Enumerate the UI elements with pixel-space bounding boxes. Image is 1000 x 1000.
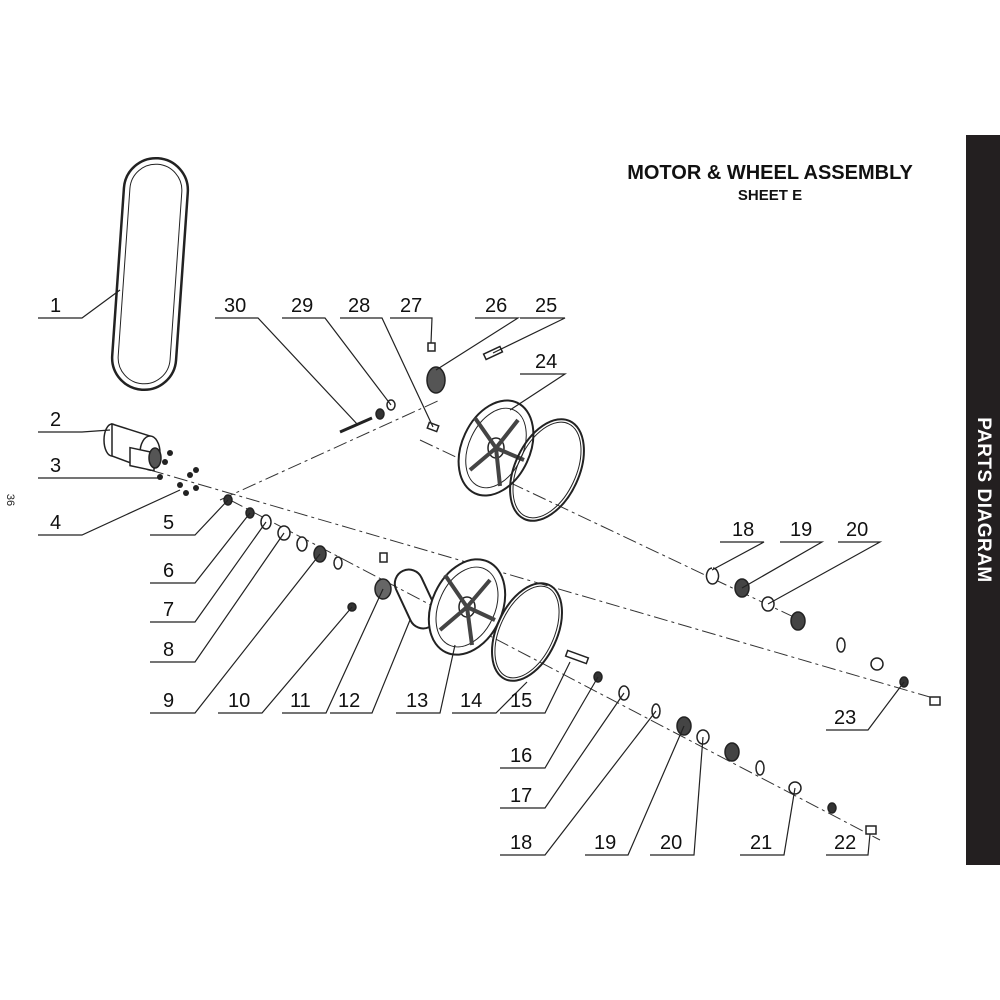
- callout-25: 25: [535, 295, 557, 317]
- callout-19-upper: 19: [790, 519, 812, 541]
- callout-labels: 1 2 3 4 5 6 7 8 9 10 11 12 13 14 15 16 1…: [50, 295, 868, 854]
- callout-10: 10: [228, 690, 250, 712]
- diagram-sheet-label: SHEET E: [737, 187, 803, 204]
- callout-14: 14: [460, 690, 482, 712]
- part-motor: [103, 422, 162, 472]
- part-right-lower-stack: [564, 649, 877, 835]
- callout-20-lower: 20: [660, 832, 682, 854]
- callout-28: 28: [348, 295, 370, 317]
- diagram-title-block: MOTOR & WHEEL ASSEMBLY SHEET E: [560, 162, 980, 204]
- part-upper-wheel: [457, 399, 535, 497]
- callout-18-upper: 18: [732, 519, 754, 541]
- callout-17: 17: [510, 785, 532, 807]
- callout-24: 24: [535, 351, 557, 373]
- callout-9: 9: [163, 690, 174, 712]
- part-upper-tire: [509, 418, 585, 522]
- callout-20-upper: 20: [846, 519, 868, 541]
- diagram-title: MOTOR & WHEEL ASSEMBLY: [627, 162, 913, 184]
- callout-16: 16: [510, 745, 532, 767]
- part-lower-wheel: [427, 558, 507, 656]
- callout-2: 2: [50, 409, 61, 431]
- section-side-tab: PARTS DIAGRAM: [966, 135, 1000, 865]
- callout-27: 27: [400, 295, 422, 317]
- callout-6: 6: [163, 560, 174, 582]
- callout-26: 26: [485, 295, 507, 317]
- callout-leaders: [38, 289, 905, 856]
- callout-12: 12: [338, 690, 360, 712]
- callout-5: 5: [163, 512, 174, 534]
- callout-1: 1: [50, 295, 61, 317]
- callout-7: 7: [163, 599, 174, 621]
- callout-22: 22: [834, 832, 856, 854]
- callout-4: 4: [50, 512, 61, 534]
- callout-19-lower: 19: [594, 832, 616, 854]
- callout-13: 13: [406, 690, 428, 712]
- part-right-upper-stack: [705, 567, 941, 706]
- part-shaft-stack: [223, 494, 392, 612]
- part-motor-bolts: [157, 450, 199, 496]
- callout-8: 8: [163, 639, 174, 661]
- callout-21: 21: [750, 832, 772, 854]
- callout-15: 15: [510, 690, 532, 712]
- callout-18-lower: 18: [510, 832, 532, 854]
- callout-11: 11: [290, 690, 311, 712]
- part-belt: [110, 156, 190, 392]
- callout-29: 29: [291, 295, 313, 317]
- part-lower-tire: [491, 582, 563, 682]
- callout-23: 23: [834, 707, 856, 729]
- callout-30: 30: [224, 295, 246, 317]
- callout-3: 3: [50, 455, 61, 477]
